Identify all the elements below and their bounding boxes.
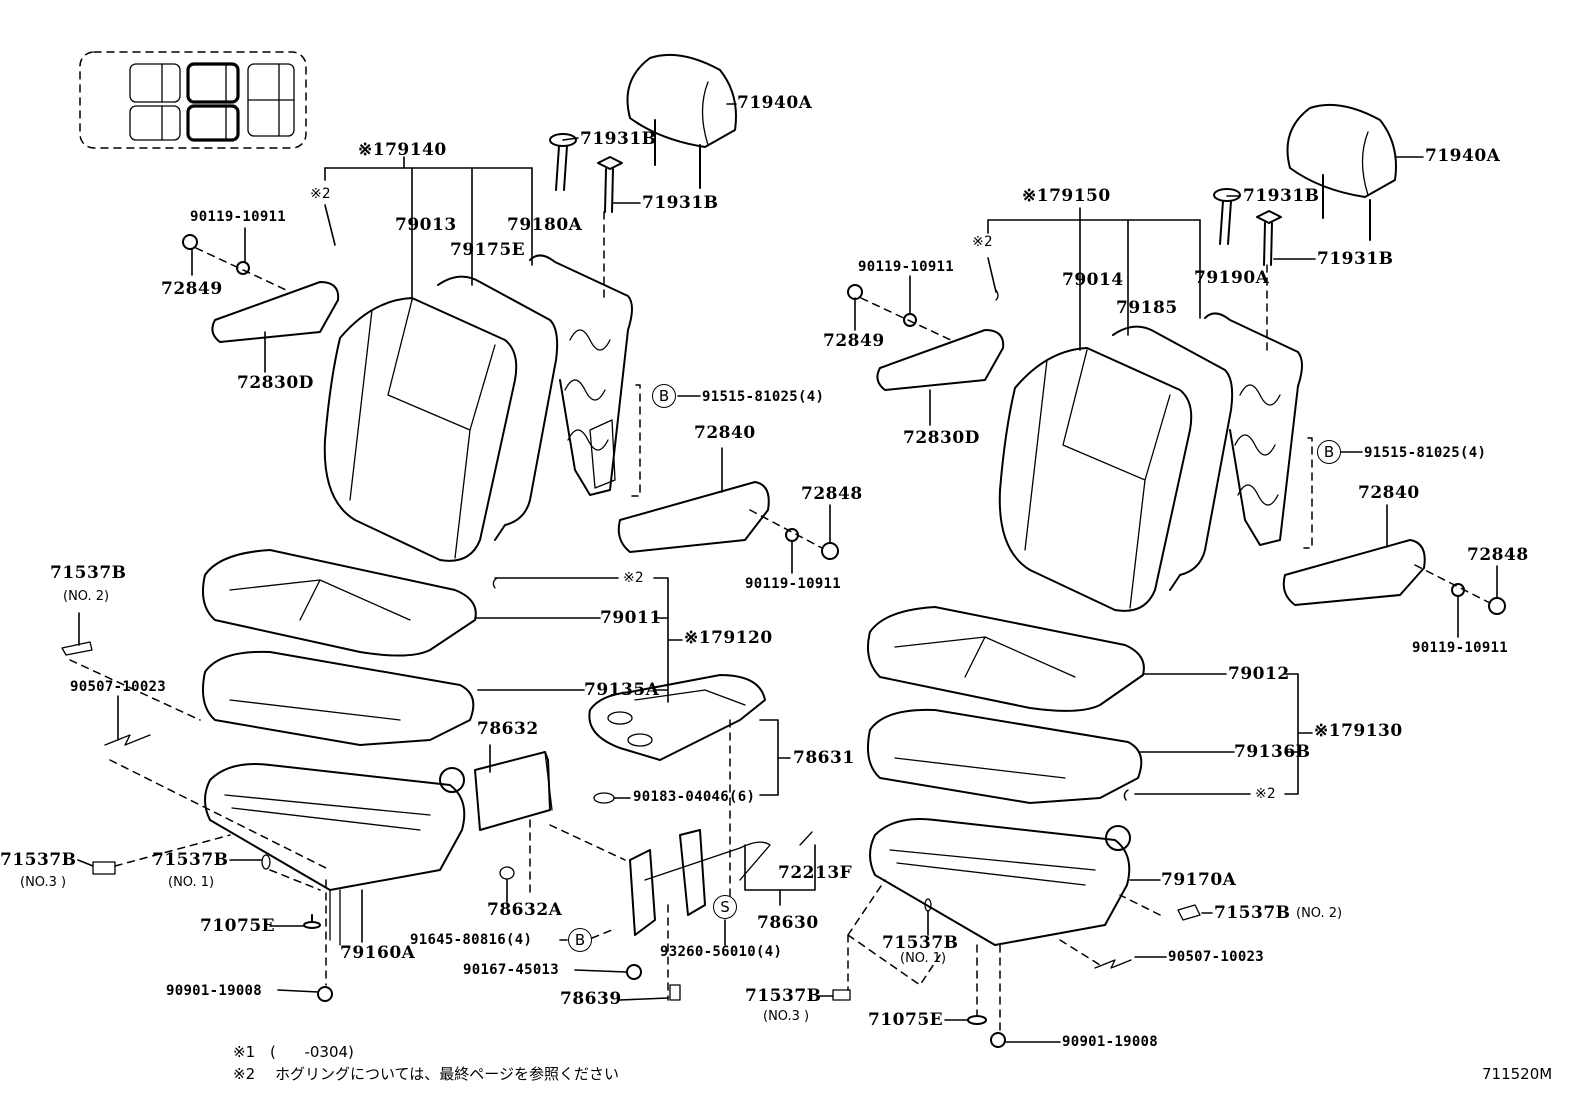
label-right-hog-ring-back[interactable]: ※2: [972, 234, 993, 250]
left-seatback: [323, 254, 633, 562]
label-left-cushion-pad[interactable]: 79135A: [584, 680, 660, 700]
left-seat-cushion: [202, 549, 477, 746]
label-console-bolt-b[interactable]: 91645-80816(4): [410, 932, 533, 948]
label-left-seatback-pad[interactable]: 79175E: [450, 240, 526, 260]
label-left-cushion-frame[interactable]: 79160A: [340, 943, 416, 963]
label-right-bolt-bottom[interactable]: 90901-19008: [1062, 1034, 1159, 1050]
label-left-headrest-support-1[interactable]: 71931B: [580, 129, 657, 149]
label-right-clip-no3-sub: (NO.3 ): [763, 1009, 810, 1024]
label-left-hog-ring-cushion[interactable]: ※2: [623, 570, 644, 586]
label-left-cap-upper[interactable]: 72849: [161, 279, 223, 299]
footnote-2-text: ホグリングについては、最終ページを参照ください: [275, 1065, 619, 1083]
label-left-hog-ring-back[interactable]: ※2: [310, 186, 331, 202]
label-left-clip-no2[interactable]: 71537B: [50, 563, 127, 583]
leader-lines: [77, 103, 1498, 1043]
center-console: [474, 674, 813, 1001]
label-left-seatback-assy[interactable]: ※179140: [358, 140, 447, 160]
circle-b-right-seatback: B: [1317, 440, 1341, 464]
footnote-1-mark: ※1: [233, 1043, 256, 1061]
figure-code: 711520M: [1482, 1065, 1553, 1083]
right-seat-cushion: [867, 606, 1145, 804]
label-right-clip-no1[interactable]: 71537B: [882, 933, 959, 953]
circle-b-left-seatback: B: [652, 384, 676, 408]
label-right-headrest[interactable]: 71940A: [1425, 146, 1501, 166]
label-left-armrest-outer[interactable]: 72840: [694, 423, 756, 443]
label-right-clip-no3[interactable]: 71537B: [745, 986, 822, 1006]
label-right-bolt-armrest-upper[interactable]: 90119-10911: [858, 259, 955, 275]
label-right-cushion-assy[interactable]: ※179130: [1314, 721, 1403, 741]
left-armrest-upper: [182, 234, 340, 343]
label-console-bracket-assy[interactable]: 78630: [757, 913, 819, 933]
label-left-clip-no3[interactable]: 71537B: [0, 850, 77, 870]
label-console-screw-2[interactable]: 90167-45013: [463, 962, 560, 978]
label-left-clip-no3-sub: (NO.3 ): [20, 875, 67, 890]
label-right-clip-no2[interactable]: 71537B: [1214, 903, 1291, 923]
label-console-clip[interactable]: 72213F: [778, 863, 853, 883]
left-headrest: [549, 53, 737, 301]
label-left-seatback-cover[interactable]: 79013: [395, 215, 457, 235]
right-headrest: [1213, 103, 1397, 356]
right-armrest-outer: [1282, 539, 1506, 615]
label-left-bolt-armrest-outer[interactable]: 90119-10911: [745, 576, 842, 592]
label-right-cap-upper[interactable]: 72849: [823, 331, 885, 351]
label-console-stud-s[interactable]: 93260-56010(4): [660, 944, 783, 960]
left-armrest-outer: [617, 384, 839, 560]
label-right-seatback-pad[interactable]: 79185: [1116, 298, 1178, 318]
label-console-screw[interactable]: 78632A: [487, 900, 563, 920]
label-right-fastener[interactable]: 71075E: [868, 1010, 944, 1030]
label-right-seatback-assy[interactable]: ※179150: [1022, 186, 1111, 206]
label-right-seatback-cover[interactable]: 79014: [1062, 270, 1124, 290]
label-left-clip-no1-sub: (NO. 1): [168, 875, 215, 890]
label-right-hog-ring-cushion[interactable]: ※2: [1255, 786, 1276, 802]
seat-locator-map: [79, 51, 307, 149]
label-left-bolt-armrest-upper[interactable]: 90119-10911: [190, 209, 287, 225]
footnote-1-text: ( -0304): [270, 1043, 354, 1061]
label-right-spring[interactable]: 90507-10023: [1168, 949, 1265, 965]
right-hog-rings: [492, 289, 1129, 801]
label-left-cap-outer[interactable]: 72848: [801, 484, 863, 504]
circle-b-console: B: [568, 928, 592, 952]
label-right-cap-outer[interactable]: 72848: [1467, 545, 1529, 565]
right-seatback: [998, 312, 1313, 612]
label-right-seatback-frame[interactable]: 79190A: [1194, 268, 1270, 288]
label-left-headrest[interactable]: 71940A: [737, 93, 813, 113]
label-right-headrest-support-1[interactable]: 71931B: [1243, 186, 1320, 206]
label-left-clip-no2-sub: (NO. 2): [63, 589, 110, 604]
label-left-bolt-bottom[interactable]: 90901-19008: [166, 983, 263, 999]
label-right-bolt-b[interactable]: 91515-81025(4): [1364, 445, 1487, 461]
label-left-seatback-frame[interactable]: 79180A: [507, 215, 583, 235]
label-console-panel[interactable]: 78632: [477, 719, 539, 739]
label-left-clip-no1[interactable]: 71537B: [152, 850, 229, 870]
label-left-cushion-assy[interactable]: ※179120: [684, 628, 773, 648]
label-console-tray-assy[interactable]: 78631: [793, 748, 855, 768]
footnote-2-mark: ※2: [233, 1065, 256, 1083]
label-left-armrest-inner[interactable]: 72830D: [237, 373, 314, 393]
label-right-cushion-cover[interactable]: 79012: [1228, 664, 1290, 684]
label-right-armrest-inner[interactable]: 72830D: [903, 428, 980, 448]
label-left-fastener[interactable]: 71075E: [200, 916, 276, 936]
label-left-headrest-support-2[interactable]: 71931B: [642, 193, 719, 213]
label-right-bolt-armrest-outer[interactable]: 90119-10911: [1412, 640, 1509, 656]
left-seat-frame: [69, 659, 466, 946]
circle-s-console: S: [713, 895, 737, 919]
label-left-bolt-b[interactable]: 91515-81025(4): [702, 389, 825, 405]
label-left-cushion-cover[interactable]: 79011: [600, 608, 662, 628]
label-right-cushion-pad[interactable]: 79136B: [1234, 742, 1311, 762]
label-right-clip-no1-sub: (NO. 1): [900, 951, 947, 966]
left-clips: [61, 641, 333, 1002]
label-right-armrest-outer[interactable]: 72840: [1358, 483, 1420, 503]
label-console-clip-2[interactable]: 78639: [560, 989, 622, 1009]
label-console-nut[interactable]: 90183-04046(6): [633, 789, 756, 805]
label-left-spring[interactable]: 90507-10023: [70, 679, 167, 695]
label-right-cushion-frame[interactable]: 79170A: [1161, 870, 1237, 890]
label-right-clip-no2-sub: (NO. 2): [1296, 906, 1343, 921]
label-right-headrest-support-2[interactable]: 71931B: [1317, 249, 1394, 269]
